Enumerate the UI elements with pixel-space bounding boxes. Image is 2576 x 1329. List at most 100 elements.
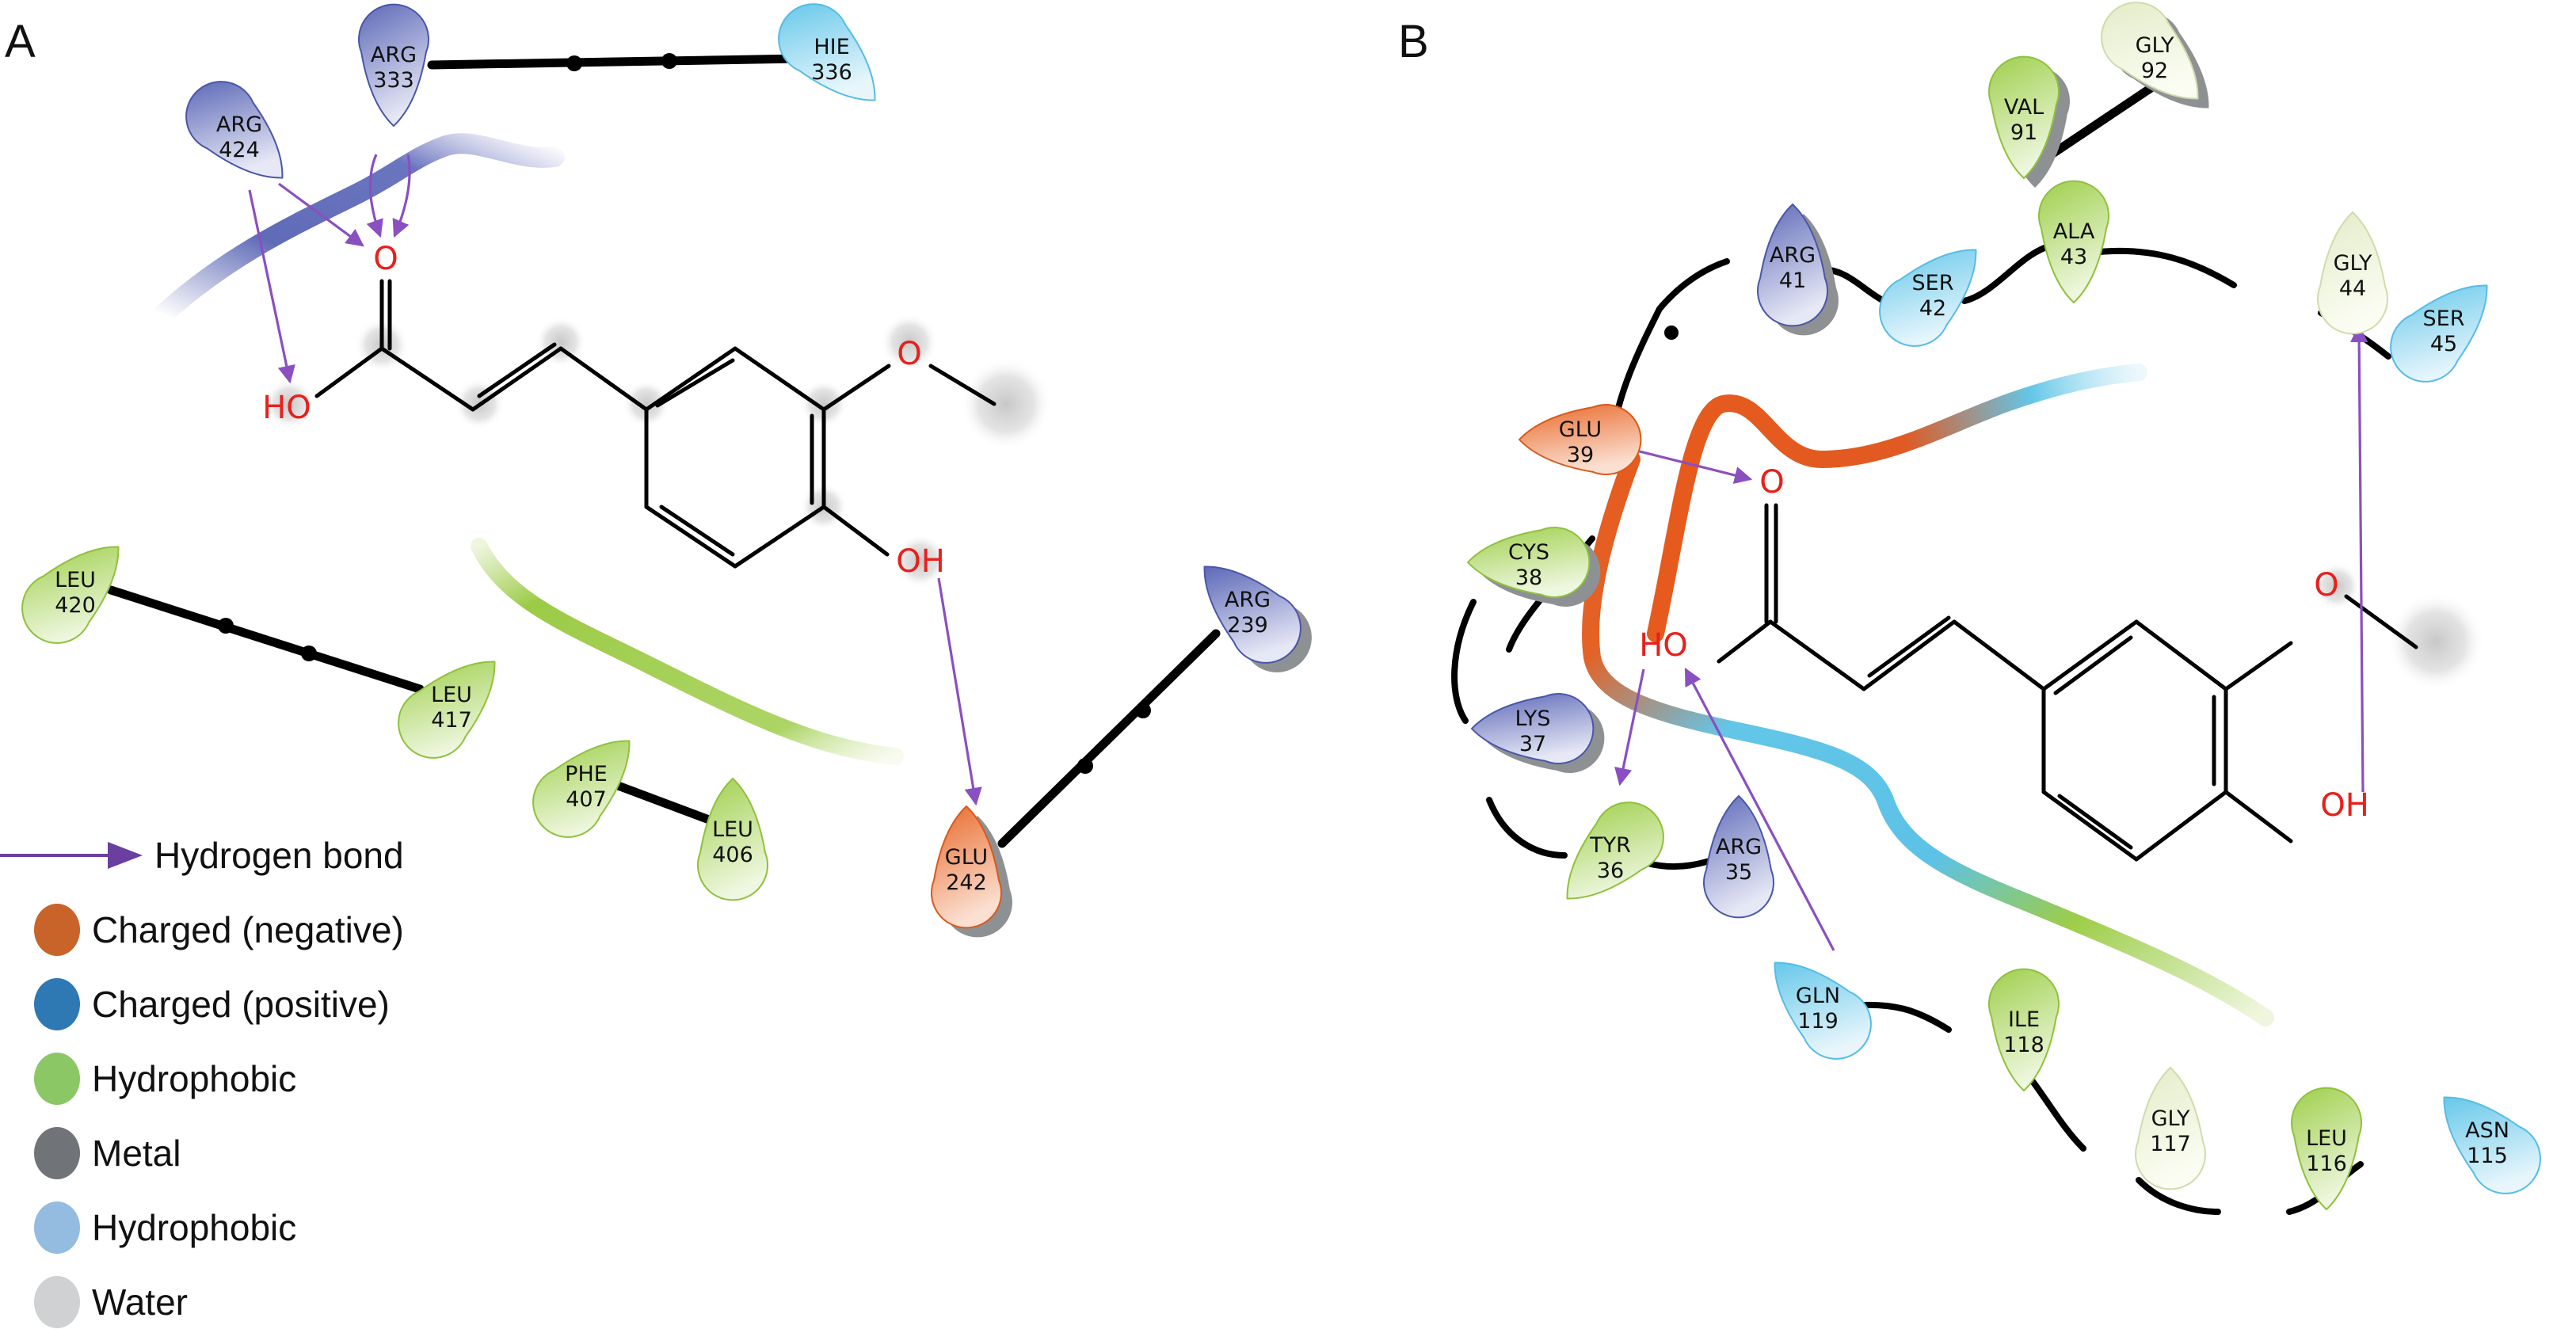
residue-marker xyxy=(931,805,1002,929)
legend-label: Hydrophobic xyxy=(92,1058,296,1099)
residue-number: 117 xyxy=(2150,1132,2191,1156)
residue-number: 424 xyxy=(219,138,260,162)
atom-carbonyl-oxygen-b: O xyxy=(1759,464,1784,501)
legend-item-hbond: Hydrogen bond xyxy=(0,835,404,876)
residue-number: 91 xyxy=(2010,120,2037,145)
residue-marker xyxy=(2101,2,2199,100)
residue-number: 38 xyxy=(1515,565,1542,590)
residue-marker xyxy=(1774,962,1872,1060)
pocket-ribbon-bottom xyxy=(1582,451,2274,1026)
residue-marker xyxy=(1879,249,1977,347)
residue-name: ARG xyxy=(1770,243,1816,268)
backbone-arg333-hie336 xyxy=(427,53,805,71)
residue-name: LEU xyxy=(712,817,753,842)
atom-methoxy-oxygen-a: O xyxy=(897,336,921,372)
legend-label: Hydrogen bond xyxy=(154,835,404,876)
pocket-ribbon-top xyxy=(1647,364,2147,642)
residue-number: 45 xyxy=(2430,332,2457,356)
residue-marker xyxy=(2038,180,2109,304)
residue-name: CYS xyxy=(1508,540,1549,565)
residue-name: VAL xyxy=(2004,95,2044,120)
residue-name: PHE xyxy=(565,762,608,786)
hbond-gln119-hydroxyl xyxy=(1684,668,1835,951)
hbond-phenol-gly44 xyxy=(2349,324,2368,793)
legend-item-water: Water xyxy=(34,1276,188,1328)
residue-number: 239 xyxy=(1227,613,1268,638)
residue-name: LEU xyxy=(431,683,472,707)
legend-item-negative: Charged (negative) xyxy=(34,904,404,956)
arrow-icon xyxy=(108,842,143,869)
residue-name: TYR xyxy=(1589,833,1631,858)
hbond-arg424-carbonyl xyxy=(278,182,364,247)
residue-number: 417 xyxy=(431,708,472,733)
residue-number: 119 xyxy=(1797,1009,1839,1034)
residue-name: ILE xyxy=(2008,1007,2040,1032)
residue-name: ARG xyxy=(216,112,262,137)
legend-label: Hydrophobic xyxy=(92,1207,296,1248)
pocket-ribbon-hydrophobic xyxy=(471,538,904,765)
legend-item-hydrophobic: Hydrophobic xyxy=(34,1053,296,1105)
residue-marker xyxy=(185,81,284,179)
residue-marker xyxy=(1203,565,1301,664)
residue-name: ALA xyxy=(2053,219,2095,244)
residue-number: 42 xyxy=(1919,296,1946,321)
residue-name: SER xyxy=(1912,271,1954,295)
residue-marker xyxy=(2135,1066,2206,1190)
legend-swatch-positive xyxy=(34,978,80,1030)
residue-marker xyxy=(1518,404,1642,475)
panel-a: O HO O OH ARG333HIE336ARG424LEU420LEU417… xyxy=(21,3,1312,938)
legend-label: Metal xyxy=(92,1133,181,1174)
legend-swatch-negative xyxy=(34,904,80,956)
residue-number: 92 xyxy=(2141,59,2168,83)
residue-name: GLU xyxy=(1559,417,1602,442)
residue-name: ARG xyxy=(371,43,417,67)
pocket-ribbon-positive xyxy=(152,133,565,326)
residue-number: 420 xyxy=(55,593,96,618)
ligand-ferulic-acid-b xyxy=(1717,503,2418,862)
residue-marker xyxy=(1466,527,1591,598)
ligand-ferulic-acid-a xyxy=(314,279,996,569)
residue-name: GLU xyxy=(945,845,988,870)
residue-marker xyxy=(1988,968,2060,1092)
atom-phenol-hydroxyl-b: OH xyxy=(2320,787,2369,824)
residue-marker xyxy=(21,546,120,644)
legend-swatch-hydrophobic xyxy=(34,1053,80,1105)
hbond-arg424-hydroxyl xyxy=(248,189,295,384)
residue-name: GLY xyxy=(2334,251,2372,276)
legend-swatch-polar xyxy=(34,1201,80,1254)
residue-name: GLY xyxy=(2151,1106,2190,1131)
residue-name: ASN xyxy=(2465,1118,2509,1143)
residue-number: 407 xyxy=(566,787,607,812)
residue-name: SER xyxy=(2423,307,2465,331)
residues-a: ARG333HIE336ARG424LEU420LEU417PHE407LEU4… xyxy=(21,3,1312,938)
residue-marker xyxy=(532,740,631,838)
residue-marker xyxy=(398,661,496,759)
residue-name: LEU xyxy=(2306,1126,2347,1151)
hydrogen-bonds-b xyxy=(1614,324,2368,951)
residue-number: 116 xyxy=(2306,1152,2347,1176)
atom-phenol-hydroxyl-a: OH xyxy=(896,543,945,580)
residue-marker xyxy=(778,3,876,101)
residue-number: 336 xyxy=(811,60,852,85)
residue-name: LYS xyxy=(1515,706,1550,731)
residue-marker xyxy=(1703,794,1774,919)
residue-number: 406 xyxy=(712,843,753,867)
solvent-exposure-halo-methyl xyxy=(2387,592,2485,691)
residue-number: 36 xyxy=(1597,859,1624,883)
residue-marker xyxy=(358,3,429,128)
